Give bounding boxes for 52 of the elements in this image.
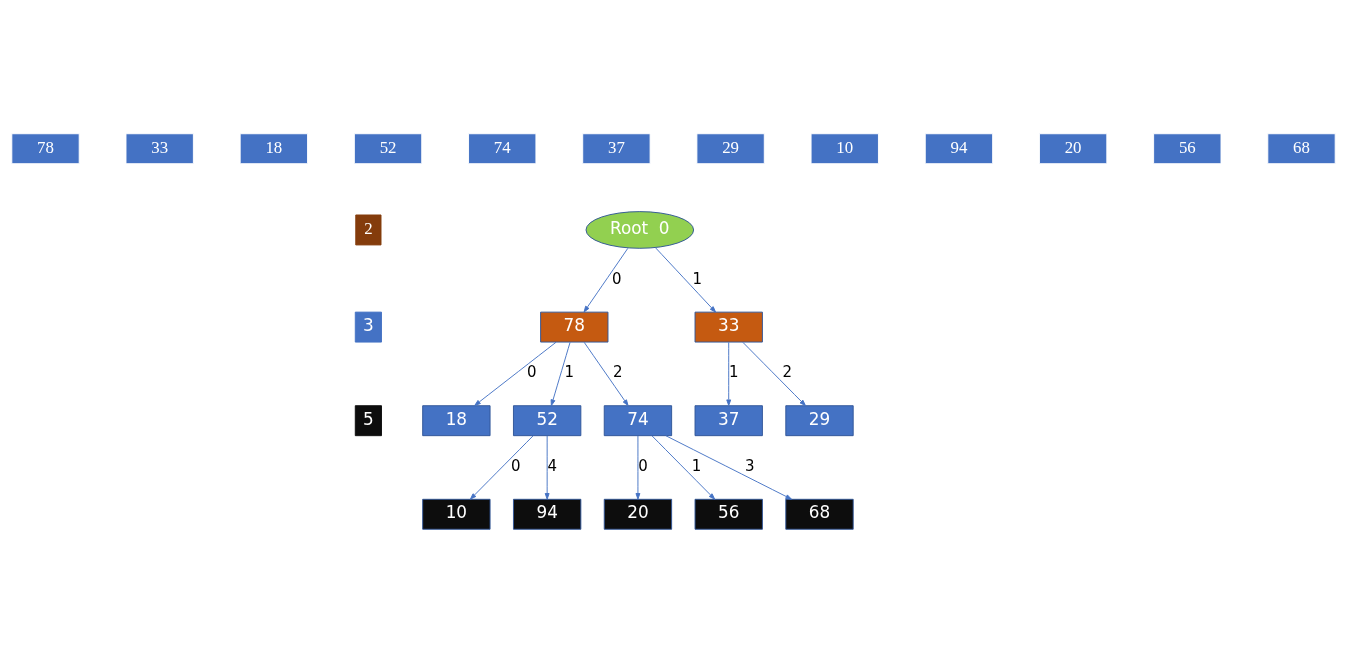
arrow <box>470 435 534 500</box>
node-box: 94 <box>513 498 582 530</box>
edge-label: 0 <box>526 363 537 382</box>
node-box: 20 <box>1038 133 1108 165</box>
node-box: 56 <box>694 498 763 530</box>
edge-label: 1 <box>729 363 739 382</box>
arrow <box>651 435 716 500</box>
node-box: 33 <box>125 133 194 165</box>
node-ellipse: Root 0 <box>585 211 695 249</box>
node-box: 10 <box>810 133 879 165</box>
node-box: 68 <box>1267 133 1336 165</box>
arrow <box>635 435 641 500</box>
node-box: 33 <box>694 311 763 343</box>
node-box: 10 <box>422 498 491 530</box>
arrow <box>544 435 550 500</box>
node-box: 56 <box>1153 133 1222 165</box>
arrow <box>726 341 732 406</box>
node-box: 74 <box>603 405 673 437</box>
arrow <box>474 341 557 406</box>
edge-label: 1 <box>564 363 574 382</box>
node-box: 18 <box>422 405 491 437</box>
edge-label: 2 <box>782 363 792 382</box>
edge-label: 2 <box>613 363 623 382</box>
arrow <box>655 247 717 313</box>
node-box: 37 <box>694 405 763 437</box>
edge-label: 1 <box>691 457 702 476</box>
edge-label: 1 <box>692 269 703 288</box>
edge-label: 0 <box>612 269 622 288</box>
edge-label: 4 <box>547 457 558 476</box>
edge-label: 0 <box>511 457 521 476</box>
node-box: 2 <box>355 214 382 246</box>
edge-label: 0 <box>638 457 648 476</box>
node-box: 78 <box>11 133 80 165</box>
node-box: 78 <box>540 311 609 343</box>
arrow <box>742 341 806 406</box>
node-box: 3 <box>354 311 382 343</box>
node-box: 29 <box>696 133 765 165</box>
arrow <box>583 247 629 313</box>
node-box: 5 <box>354 405 382 437</box>
node-box: 37 <box>582 133 651 165</box>
node-box: 68 <box>785 498 854 530</box>
node-box: 18 <box>239 133 309 165</box>
node-box: 20 <box>603 498 673 530</box>
node-box: 94 <box>924 133 994 165</box>
arrow <box>665 435 792 500</box>
node-box: 74 <box>468 133 537 165</box>
edge-label: 3 <box>745 457 755 476</box>
node-box: 52 <box>513 405 582 437</box>
node-box: 52 <box>353 133 423 165</box>
arrow <box>550 341 571 406</box>
arrow <box>583 341 629 406</box>
node-box: 29 <box>785 405 854 437</box>
